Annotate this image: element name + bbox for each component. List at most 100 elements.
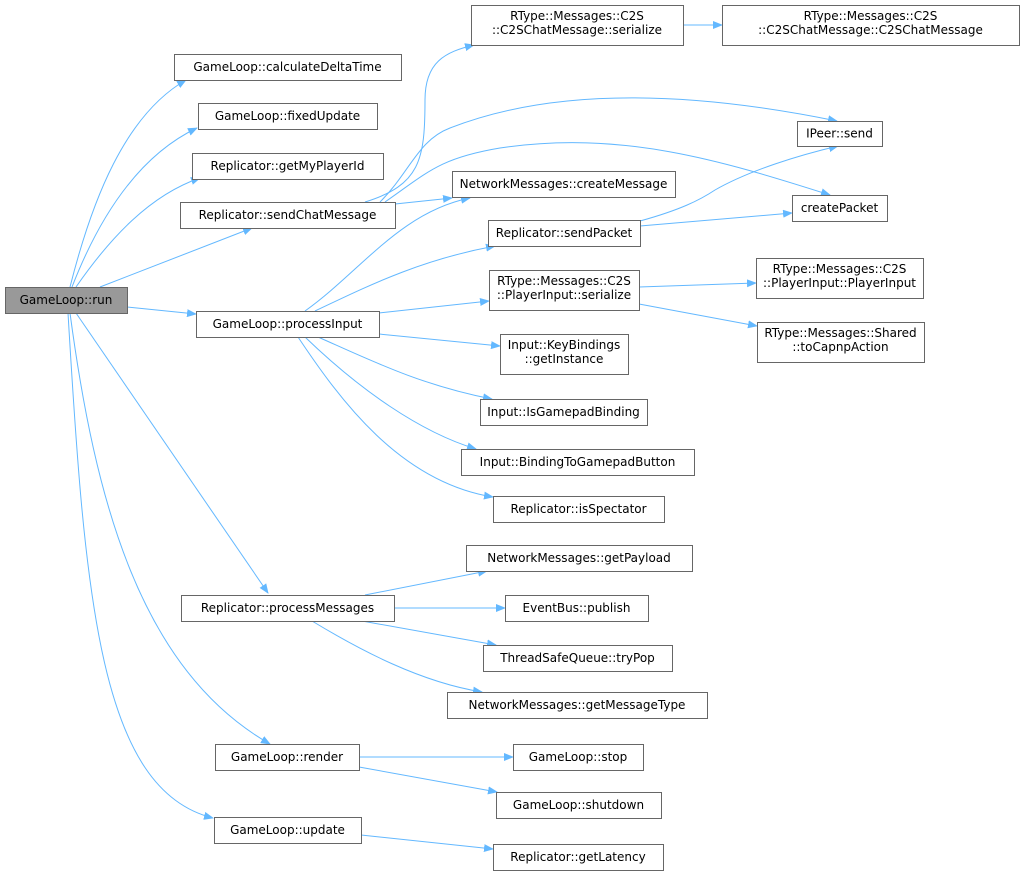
node-box bbox=[215, 744, 360, 771]
node-label: Replicator::getLatency bbox=[510, 850, 645, 864]
node-label: ::C2SChatMessage::C2SChatMessage bbox=[758, 23, 983, 37]
node-label: Input::KeyBindings bbox=[508, 338, 621, 352]
edge-processInput-sendPacket bbox=[314, 243, 496, 312]
node-get-payload[interactable]: NetworkMessages::getPayload bbox=[466, 545, 693, 572]
node-box bbox=[489, 270, 640, 311]
node-input-ctor[interactable]: RType::Messages::C2S::PlayerInput::Playe… bbox=[756, 258, 924, 299]
node-label: GameLoop::fixedUpdate bbox=[215, 109, 360, 123]
node-send-chat-message[interactable]: Replicator::sendChatMessage bbox=[180, 202, 396, 229]
node-box bbox=[466, 545, 693, 572]
node-box bbox=[5, 287, 128, 314]
edge-processInput-isSpectator bbox=[297, 336, 494, 500]
node-process-input[interactable]: GameLoop::processInput bbox=[196, 311, 380, 338]
node-label: NetworkMessages::createMessage bbox=[460, 177, 668, 191]
node-try-pop[interactable]: ThreadSafeQueue::tryPop bbox=[483, 645, 673, 672]
node-label: NetworkMessages::getPayload bbox=[487, 551, 671, 565]
node-box bbox=[483, 645, 673, 672]
node-label: ::C2SChatMessage::serialize bbox=[492, 23, 662, 37]
edge-run-fixedUpdate bbox=[71, 127, 198, 288]
node-is-gamepad[interactable]: Input::IsGamepadBinding bbox=[480, 399, 648, 426]
node-box bbox=[722, 5, 1020, 46]
node-process-messages[interactable]: Replicator::processMessages bbox=[181, 595, 395, 622]
node-chat-ctor[interactable]: RType::Messages::C2S::C2SChatMessage::C2… bbox=[722, 5, 1020, 46]
edge-processMessages-getMessageType bbox=[311, 620, 483, 695]
node-box bbox=[452, 171, 676, 198]
edge-sendChatMessage-createPacket bbox=[384, 142, 831, 203]
node-label: Replicator::isSpectator bbox=[510, 502, 646, 516]
node-box bbox=[493, 844, 664, 871]
node-box bbox=[196, 311, 380, 338]
edge-processInput-keyBindings bbox=[378, 333, 501, 350]
node-is-spectator[interactable]: Replicator::isSpectator bbox=[493, 496, 665, 523]
node-calc-delta[interactable]: GameLoop::calculateDeltaTime bbox=[174, 54, 402, 81]
node-box bbox=[500, 334, 629, 375]
node-get-my-player-id[interactable]: Replicator::getMyPlayerId bbox=[192, 153, 384, 180]
node-chat-serialize[interactable]: RType::Messages::C2S::C2SChatMessage::se… bbox=[471, 5, 684, 46]
node-box bbox=[496, 792, 662, 819]
node-box bbox=[488, 220, 641, 247]
node-label: GameLoop::render bbox=[231, 750, 343, 764]
node-binding-to-gamepad[interactable]: Input::BindingToGamepadButton bbox=[461, 449, 695, 476]
node-label: RType::Messages::C2S bbox=[510, 9, 644, 23]
node-box bbox=[792, 195, 888, 222]
node-fixed-update[interactable]: GameLoop::fixedUpdate bbox=[198, 103, 378, 130]
edge-processInput-inputSerialize bbox=[378, 297, 490, 314]
node-get-latency[interactable]: Replicator::getLatency bbox=[493, 844, 664, 871]
edge-processMessages-tryPop bbox=[361, 620, 497, 648]
node-shutdown[interactable]: GameLoop::shutdown bbox=[496, 792, 662, 819]
edge-processInput-bindingToGamepad bbox=[304, 336, 477, 451]
node-create-packet[interactable]: createPacket bbox=[792, 195, 888, 222]
node-box bbox=[471, 5, 684, 46]
edge-processInput-createMessage bbox=[304, 195, 471, 312]
node-input-serialize[interactable]: RType::Messages::C2S::PlayerInput::seria… bbox=[489, 270, 640, 311]
edge-processMessages-getPayload bbox=[364, 568, 488, 596]
node-stop[interactable]: GameLoop::stop bbox=[513, 744, 644, 771]
node-label: RType::Messages::C2S bbox=[804, 9, 938, 23]
edge-sendPacket-peerSend bbox=[639, 144, 839, 222]
node-key-bindings[interactable]: Input::KeyBindings::getInstance bbox=[500, 334, 629, 375]
edge-render-shutdown bbox=[358, 766, 498, 795]
node-box bbox=[181, 595, 395, 622]
edge-update-getLatency bbox=[360, 834, 494, 853]
node-peer-send[interactable]: IPeer::send bbox=[797, 121, 883, 147]
node-box bbox=[757, 322, 925, 363]
node-update[interactable]: GameLoop::update bbox=[214, 817, 362, 844]
node-label: GameLoop::shutdown bbox=[513, 798, 644, 812]
node-box bbox=[192, 153, 384, 180]
node-label: RType::Messages::C2S bbox=[773, 262, 907, 276]
node-label: EventBus::publish bbox=[523, 601, 631, 615]
node-label: Replicator::getMyPlayerId bbox=[211, 159, 365, 173]
node-box bbox=[797, 121, 883, 147]
edge-run-update bbox=[67, 312, 214, 820]
node-label: Input::IsGamepadBinding bbox=[487, 405, 640, 419]
node-label: Replicator::processMessages bbox=[201, 601, 374, 615]
node-to-capnp[interactable]: RType::Messages::Shared::toCapnpAction bbox=[757, 322, 925, 363]
node-box bbox=[461, 449, 695, 476]
node-label: GameLoop::calculateDeltaTime bbox=[193, 60, 381, 74]
edge-run-processInput bbox=[126, 306, 197, 318]
node-box bbox=[447, 692, 708, 719]
node-send-packet[interactable]: Replicator::sendPacket bbox=[488, 220, 641, 247]
edge-run-processMessages bbox=[75, 312, 269, 594]
node-label: GameLoop::run bbox=[20, 293, 113, 307]
edge-sendChatMessage-chatSerialize bbox=[364, 43, 475, 203]
node-box bbox=[214, 817, 362, 844]
node-get-message-type[interactable]: NetworkMessages::getMessageType bbox=[447, 692, 708, 719]
edge-processInput-isGamepad bbox=[317, 336, 493, 402]
node-label: RType::Messages::C2S bbox=[497, 274, 631, 288]
node-label: IPeer::send bbox=[806, 127, 873, 141]
node-box bbox=[180, 202, 396, 229]
node-render[interactable]: GameLoop::render bbox=[215, 744, 360, 771]
node-label: ThreadSafeQueue::tryPop bbox=[499, 651, 655, 665]
edge-run-getMyPlayerId bbox=[75, 177, 201, 288]
node-label: GameLoop::update bbox=[230, 823, 345, 837]
node-label: GameLoop::processInput bbox=[213, 317, 363, 331]
node-box bbox=[480, 399, 648, 426]
edge-sendChatMessage-createMessage bbox=[394, 194, 453, 205]
node-run[interactable]: GameLoop::run bbox=[5, 287, 128, 314]
node-create-message[interactable]: NetworkMessages::createMessage bbox=[452, 171, 676, 198]
node-publish[interactable]: EventBus::publish bbox=[505, 595, 649, 622]
node-label: ::getInstance bbox=[525, 352, 604, 366]
edge-run-render bbox=[69, 312, 271, 745]
node-label: Input::BindingToGamepadButton bbox=[480, 455, 676, 469]
